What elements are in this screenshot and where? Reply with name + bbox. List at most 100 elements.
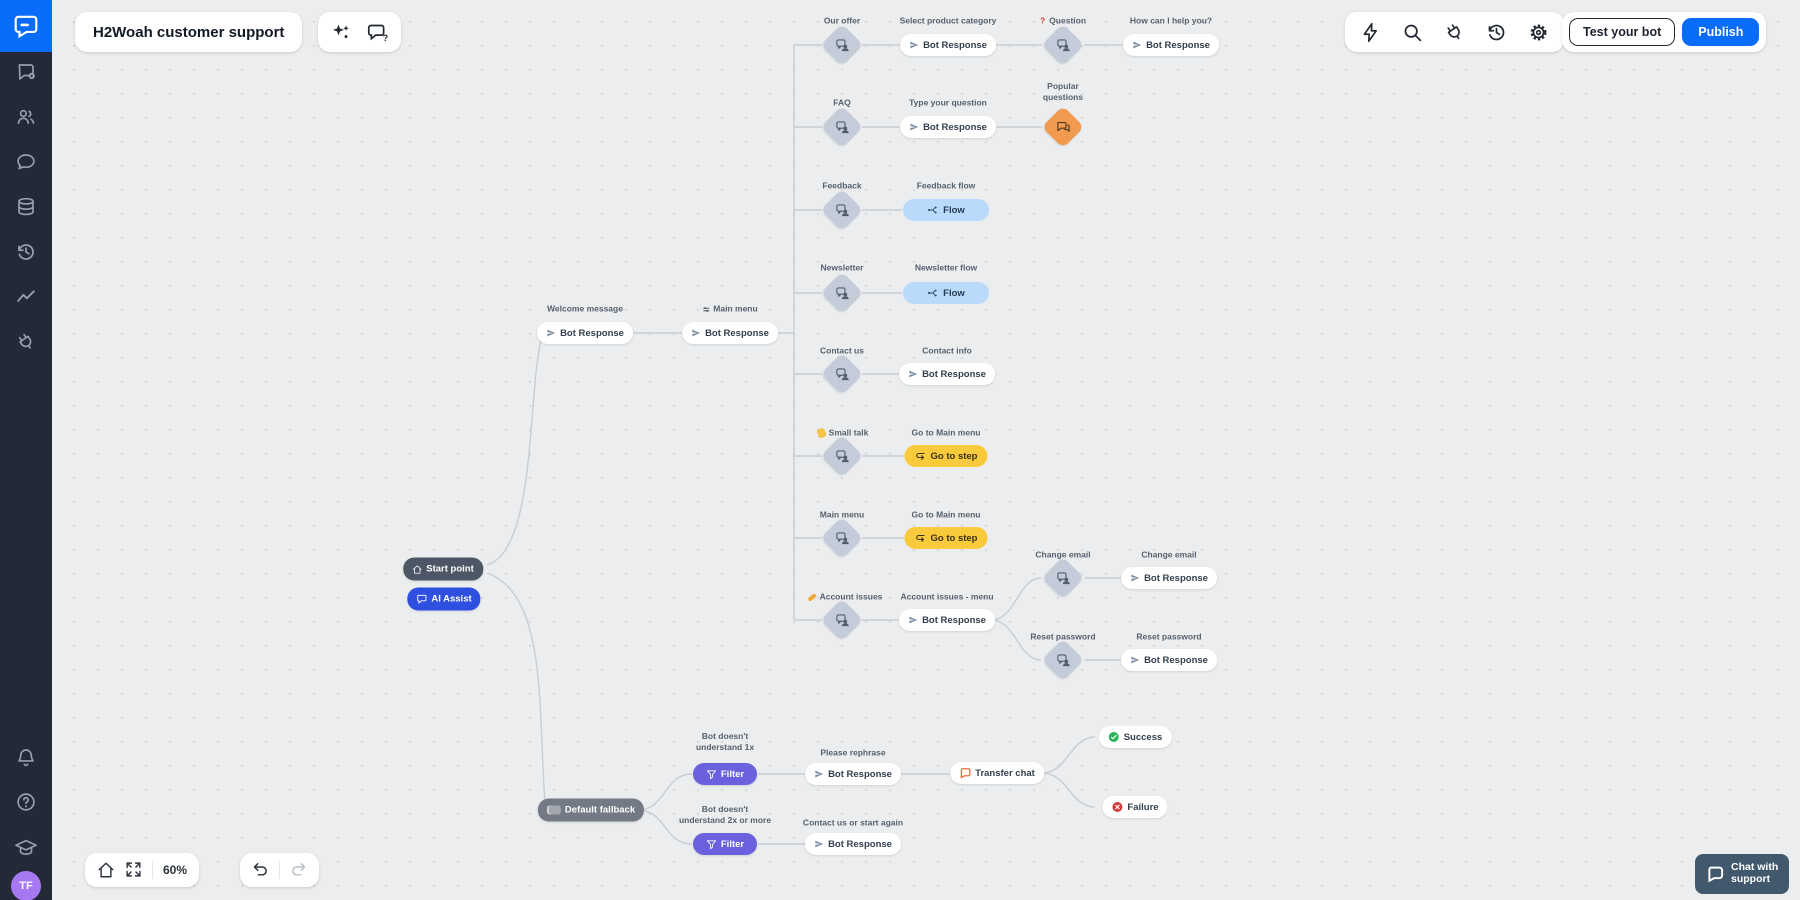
- bot-response-how-help[interactable]: Bot Response: [1123, 34, 1219, 56]
- transfer-chat-node[interactable]: Transfer chat: [950, 762, 1044, 784]
- user-input-icon: [1048, 645, 1078, 675]
- gear-icon[interactable]: [1528, 22, 1549, 43]
- label-faq: FAQ: [833, 97, 851, 108]
- edge-start-to-welcome: [486, 335, 543, 566]
- start-point-node[interactable]: Start point: [403, 557, 483, 581]
- label-feedback-flow: Feedback flow: [916, 180, 976, 191]
- question-mark-icon: ?: [1039, 15, 1046, 26]
- history-icon[interactable]: [1486, 22, 1507, 43]
- user-input-icon: [827, 195, 857, 225]
- bot-response-select-product[interactable]: Bot Response: [900, 34, 996, 56]
- bot-response-contact-restart[interactable]: Bot Response: [805, 833, 901, 855]
- expand-icon[interactable]: [125, 861, 142, 879]
- flow-node-newsletter[interactable]: Flow: [903, 282, 989, 304]
- label-change-email: Change email: [1035, 549, 1091, 560]
- wrench-icon: [807, 592, 817, 602]
- default-fallback-node[interactable]: Default fallback: [537, 798, 645, 822]
- goto-step-small-talk[interactable]: Go to step: [904, 445, 988, 467]
- user-input-reset-password[interactable]: [1041, 638, 1085, 682]
- plug-icon[interactable]: [16, 332, 37, 353]
- label-newsletter: Newsletter: [820, 262, 864, 273]
- bot-title-card[interactable]: H2Woah customer support: [75, 12, 303, 52]
- label-our-offer: Our offer: [823, 15, 861, 26]
- undo-redo-controls: [240, 853, 319, 887]
- chats-icon: [1048, 112, 1078, 142]
- history-icon[interactable]: [16, 242, 37, 263]
- user-input-main-menu[interactable]: [820, 516, 864, 560]
- database-icon[interactable]: [16, 197, 37, 218]
- bot-response-welcome[interactable]: Bot Response: [537, 322, 633, 344]
- user-input-contact-us[interactable]: [820, 352, 864, 396]
- user-input-account-issues[interactable]: [820, 598, 864, 642]
- label-change-email-response: Change email: [1141, 549, 1197, 560]
- label-how-help: How can I help you?: [1129, 15, 1213, 26]
- bot-response-type-question[interactable]: Bot Response: [900, 116, 996, 138]
- chat-add-icon[interactable]: [16, 62, 37, 83]
- user-input-feedback[interactable]: [820, 188, 864, 232]
- goto-step-main-menu[interactable]: Go to step: [904, 527, 988, 549]
- help-icon[interactable]: [16, 792, 37, 813]
- chat-icon: [1706, 865, 1724, 883]
- lightning-icon[interactable]: [1360, 22, 1381, 43]
- home-icon[interactable]: [97, 861, 115, 879]
- divider: [279, 861, 280, 879]
- search-icon[interactable]: [1402, 22, 1423, 43]
- fallback-badge-icon: [546, 805, 561, 815]
- divider: [152, 861, 153, 879]
- sparkles-icon[interactable]: [331, 22, 351, 42]
- label-select-product: Select product category: [899, 15, 997, 26]
- user-input-icon: [827, 441, 857, 471]
- users-icon[interactable]: [16, 107, 37, 128]
- undo-icon[interactable]: [252, 861, 269, 879]
- user-input-icon: [827, 112, 857, 142]
- toolbar: [1345, 12, 1564, 52]
- user-input-newsletter[interactable]: [820, 271, 864, 315]
- user-input-question[interactable]: [1041, 23, 1085, 67]
- redo-icon[interactable]: [290, 861, 307, 879]
- user-input-change-email[interactable]: [1041, 556, 1085, 600]
- bot-response-account-menu[interactable]: Bot Response: [899, 609, 995, 631]
- publish-button[interactable]: Publish: [1682, 18, 1760, 46]
- label-account-issues: Account issues: [807, 591, 882, 602]
- canvas-controls: 60%: [85, 853, 200, 887]
- bot-response-change-email[interactable]: Bot Response: [1121, 567, 1217, 589]
- test-your-bot-button[interactable]: Test your bot: [1569, 18, 1676, 46]
- bot-response-reset-password[interactable]: Bot Response: [1121, 649, 1217, 671]
- plug-icon[interactable]: [1444, 22, 1465, 43]
- label-goto-main-1: Go to Main menu: [911, 427, 981, 438]
- ai-assist-node[interactable]: AI Assist: [407, 587, 481, 611]
- user-input-icon: [827, 523, 857, 553]
- bot-response-rephrase[interactable]: Bot Response: [805, 763, 901, 785]
- ai-tools-card: [318, 12, 401, 52]
- popular-questions-node[interactable]: [1041, 105, 1085, 149]
- label-small-talk: Small talk: [816, 427, 868, 439]
- flow-node-feedback[interactable]: Flow: [903, 199, 989, 221]
- graduation-cap-icon[interactable]: [15, 837, 37, 859]
- avatar[interactable]: TF: [11, 871, 41, 900]
- failure-node[interactable]: Failure: [1102, 796, 1168, 818]
- bell-icon[interactable]: [16, 747, 37, 768]
- user-input-small-talk[interactable]: [820, 434, 864, 478]
- user-input-faq[interactable]: [820, 105, 864, 149]
- label-type-question: Type your question: [909, 97, 987, 108]
- chatbot-logo[interactable]: [0, 0, 52, 52]
- filter-node-2[interactable]: Filter: [693, 833, 757, 855]
- trend-icon[interactable]: [16, 287, 37, 308]
- zoom-level[interactable]: 60%: [163, 863, 188, 877]
- bot-response-main-menu[interactable]: Bot Response: [682, 322, 778, 344]
- chat-bubble-icon[interactable]: [16, 152, 37, 173]
- label-main-menu: Main menu: [702, 303, 758, 314]
- bot-response-contact-info[interactable]: Bot Response: [899, 363, 995, 385]
- label-newsletter-flow: Newsletter flow: [914, 262, 978, 273]
- chat-question-icon[interactable]: [367, 22, 388, 43]
- user-input-icon: [827, 359, 857, 389]
- user-input-icon: [827, 30, 857, 60]
- filter-node-1[interactable]: Filter: [693, 763, 757, 785]
- success-node[interactable]: Success: [1098, 726, 1172, 748]
- user-input-our-offer[interactable]: [820, 23, 864, 67]
- sliders-icon: [702, 303, 710, 314]
